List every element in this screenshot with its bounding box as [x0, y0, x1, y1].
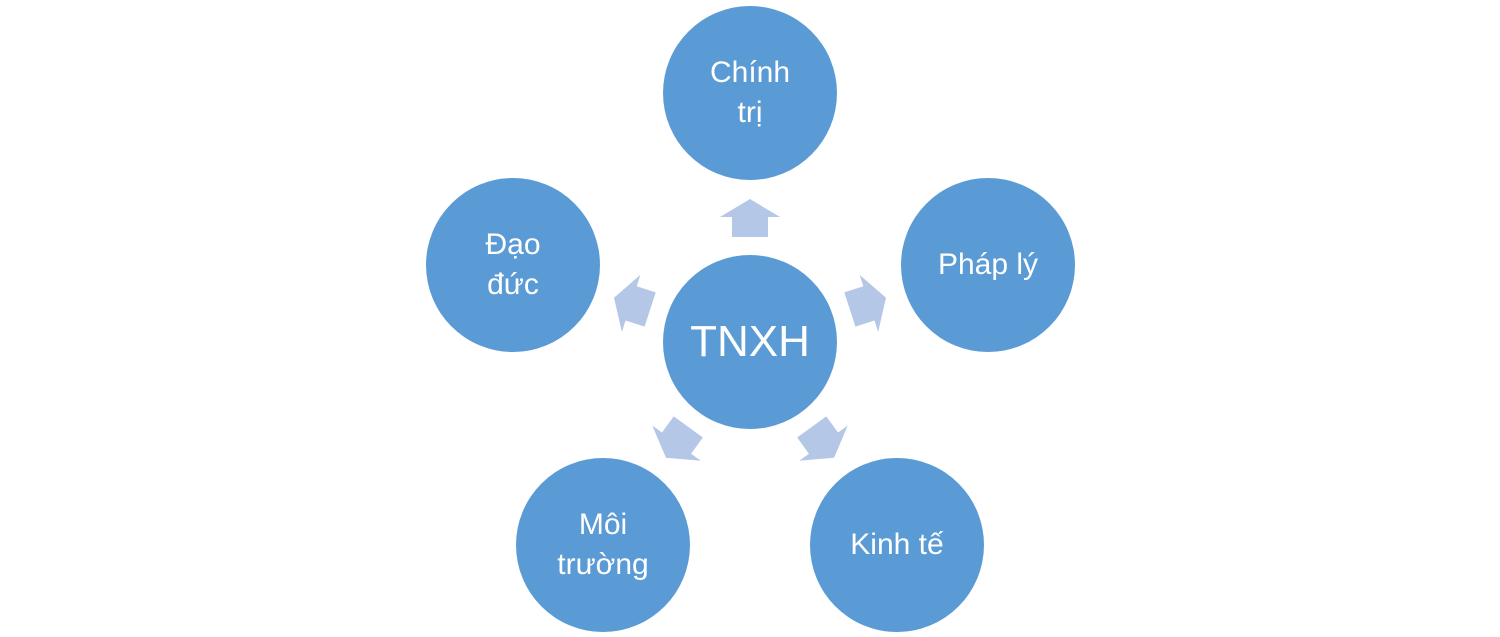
arrow-icon	[720, 199, 780, 237]
node-dao-duc: Đạo đức	[426, 178, 600, 352]
node-label: Kinh tế	[850, 528, 944, 561]
node-moi-truong: Môi trường	[516, 458, 690, 632]
node-kinh-te: Kinh tế	[810, 458, 984, 632]
node-label: Pháp lý	[937, 248, 1039, 281]
center-label: TNXH	[690, 317, 810, 366]
arrow-icon	[844, 274, 887, 332]
arrow-icon	[797, 416, 848, 461]
arrow-icon	[652, 416, 703, 461]
center-node: TNXH	[663, 255, 837, 429]
node-phap-ly: Pháp lý	[901, 178, 1075, 352]
arrow-icon	[613, 274, 656, 332]
node-label: Chính trị	[709, 56, 791, 129]
node-chinh-tri: Chính trị	[663, 6, 837, 180]
node-label: Môi trường	[557, 508, 649, 581]
node-label: Đạo đức	[485, 228, 541, 301]
